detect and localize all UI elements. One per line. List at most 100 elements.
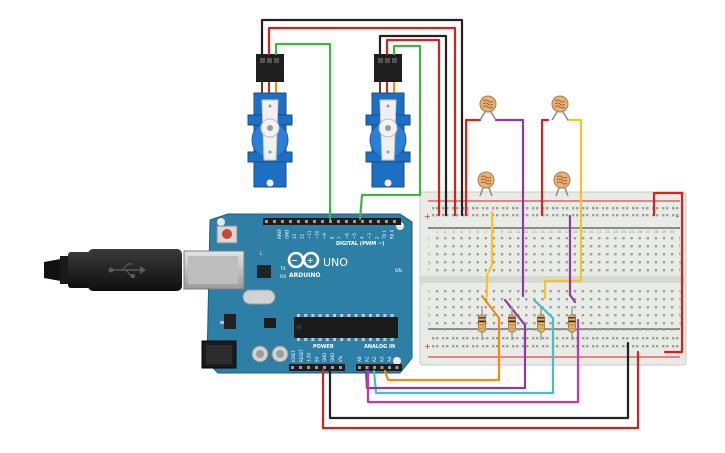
row-letter: b <box>428 313 431 318</box>
column-number: 26 <box>637 230 642 234</box>
column-number: 8 <box>493 230 496 234</box>
analog-header <box>356 364 402 371</box>
usb-icon <box>108 263 146 278</box>
column-number: 7 <box>485 230 487 234</box>
wire-servo1-gnd[interactable] <box>260 18 464 217</box>
resistor-4[interactable] <box>568 306 576 340</box>
row-letter: e <box>428 289 431 294</box>
column-number: 29 <box>662 328 667 332</box>
column-number: 20 <box>589 328 594 332</box>
column-number: 22 <box>605 230 610 234</box>
usb-cable[interactable] <box>44 249 245 291</box>
column-number: 9 <box>501 230 504 234</box>
column-number: 8 <box>493 328 496 332</box>
wire-a1[interactable] <box>372 298 555 395</box>
column-number: 28 <box>654 328 659 332</box>
row-letter: h <box>428 252 431 257</box>
wire-rail-plus-jumper[interactable] <box>652 191 684 354</box>
column-number: 15 <box>548 328 553 332</box>
row-letter: j <box>427 236 429 241</box>
wire-a0[interactable] <box>383 294 501 382</box>
column-number: 1 <box>436 328 438 332</box>
digital-pin-label: 13 <box>292 233 297 239</box>
digital-pin-label: AREF <box>277 228 282 239</box>
wire-ldr1-signal[interactable] <box>494 118 525 298</box>
rail-plus-label-top: + <box>424 212 431 221</box>
power-pin-label: IOREF <box>291 349 296 362</box>
breadboard-holes <box>432 207 679 348</box>
breadboard-column-numbers: 1122334455667788991010111112121313141415… <box>436 230 675 332</box>
digital-pin-label: ~10 <box>315 230 320 239</box>
ldr-4[interactable] <box>553 171 571 197</box>
column-number: 6 <box>477 230 480 234</box>
column-number: 12 <box>524 230 529 234</box>
digital-pin-label: ~9 <box>322 233 327 239</box>
analog-pin-label: A0 <box>357 356 362 362</box>
wire-servo1-vcc[interactable] <box>267 26 457 217</box>
column-number: 25 <box>629 230 634 234</box>
wire-ldr3-signal[interactable] <box>485 210 494 298</box>
row-letter: c <box>679 305 681 310</box>
rx-led-label: RX <box>280 274 286 280</box>
column-number: 13 <box>532 230 537 234</box>
column-number: 29 <box>662 230 667 234</box>
column-number: 13 <box>532 328 537 332</box>
row-letter: f <box>428 268 430 273</box>
wire-a2[interactable] <box>364 298 527 390</box>
wire-servo2-gnd[interactable] <box>378 34 448 217</box>
wire-servo2-signal[interactable] <box>358 44 422 221</box>
column-number: 21 <box>597 328 602 332</box>
wire-servo2-vcc[interactable] <box>385 38 441 217</box>
power-pin-label: GND <box>330 353 335 362</box>
wire-5v-to-rail[interactable] <box>321 350 640 430</box>
wire-a3[interactable] <box>366 318 580 404</box>
atmega-microcontroller <box>294 317 398 338</box>
column-number: 17 <box>565 328 570 332</box>
analog-pin-label: A1 <box>365 356 370 362</box>
breadboard[interactable]: + + - - 11223344556677889910101111121213… <box>419 191 687 366</box>
resistor-1[interactable] <box>478 306 486 340</box>
ldr-1[interactable] <box>479 95 497 121</box>
reset-button-cap[interactable] <box>222 229 232 239</box>
column-number: 5 <box>468 230 470 234</box>
tx-led-label: TX <box>279 266 286 272</box>
wire-ldr2-signal[interactable] <box>543 118 583 300</box>
wire-ldr4-signal[interactable] <box>568 214 577 304</box>
column-number: 11 <box>516 328 521 332</box>
resistor-2[interactable] <box>508 306 516 340</box>
column-number: 30 <box>670 328 675 332</box>
column-number: 21 <box>597 230 602 234</box>
column-number: 15 <box>548 230 553 234</box>
wire-ldr1-5v[interactable] <box>464 118 482 217</box>
resistor-3[interactable] <box>537 306 545 340</box>
servo-2[interactable] <box>365 54 411 188</box>
wire-gnd-to-rail[interactable] <box>328 341 630 420</box>
rail-plus-label-bottom: + <box>424 342 431 351</box>
digital-pin-label: 4 <box>360 236 365 239</box>
column-number: 16 <box>556 230 561 234</box>
voltage-regulator <box>224 314 236 329</box>
column-number: 19 <box>581 328 586 332</box>
servo-1[interactable] <box>247 54 293 188</box>
analog-pin-label: A2 <box>372 356 377 362</box>
column-number: 27 <box>646 230 651 234</box>
ldr-3[interactable] <box>477 171 495 197</box>
row-letter: a <box>428 321 431 326</box>
row-letter: f <box>679 268 681 273</box>
digital-pin-label: ~3 <box>367 233 372 239</box>
digital-pin-label: ~11 <box>307 230 312 239</box>
wires[interactable] <box>260 18 684 430</box>
column-number: 30 <box>670 230 675 234</box>
analog-pin-label: A3 <box>380 356 385 362</box>
column-number: 24 <box>621 328 626 332</box>
ldr-2[interactable] <box>551 95 569 121</box>
mounting-hole <box>217 218 225 226</box>
wire-servo1-signal[interactable] <box>274 42 332 221</box>
wire-ldr2-5v[interactable] <box>540 118 550 217</box>
column-number: 19 <box>581 230 586 234</box>
l-led-label: L <box>260 251 263 257</box>
column-number: 18 <box>573 230 578 234</box>
power-pin-label: Vin <box>338 355 343 362</box>
